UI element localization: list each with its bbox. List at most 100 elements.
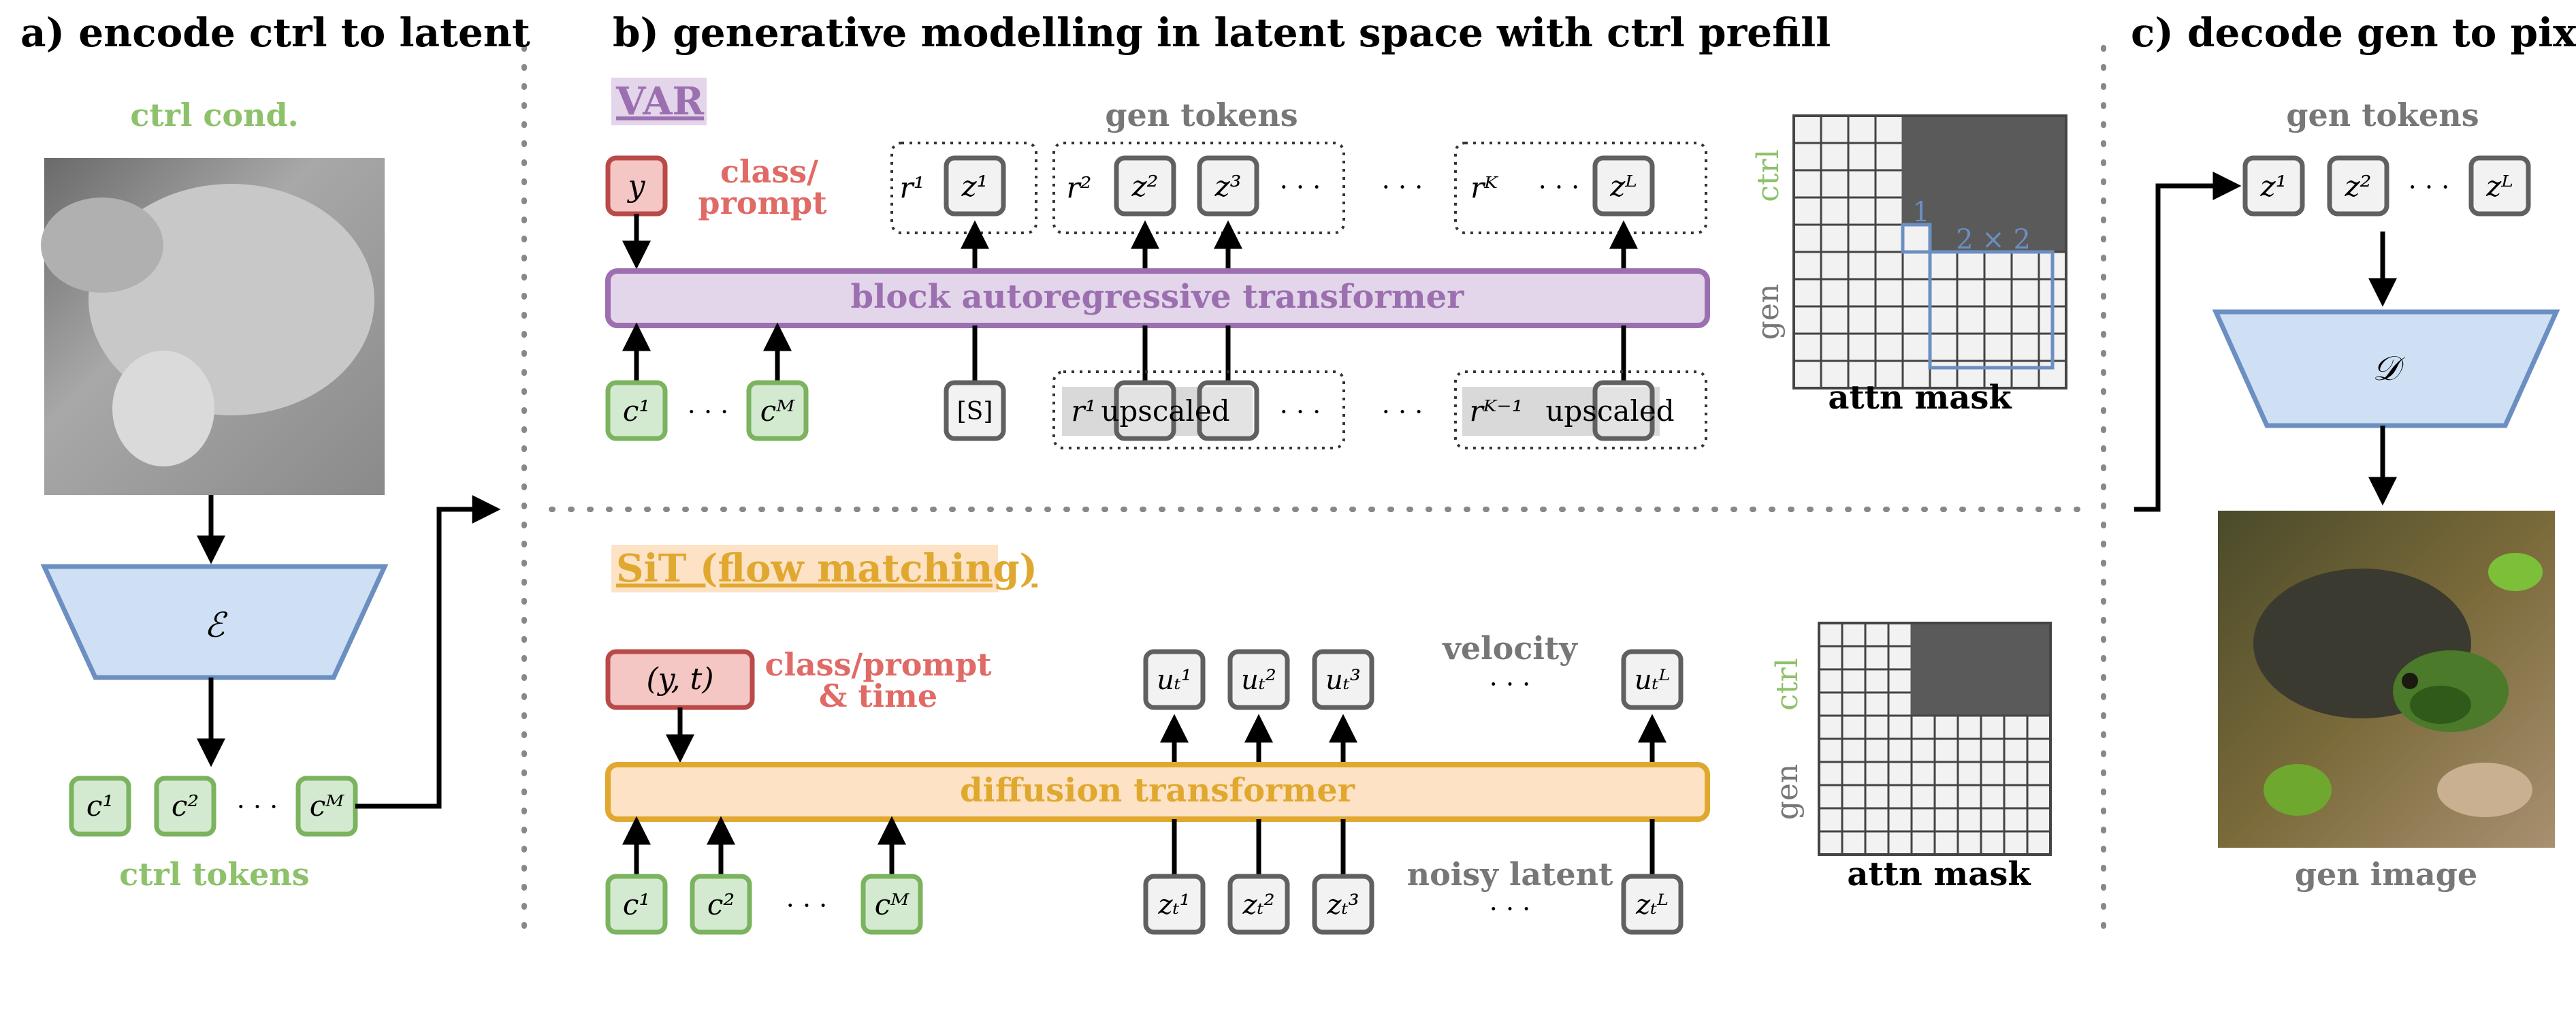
mask-cell	[1820, 251, 1850, 281]
sit-transformer	[605, 762, 1710, 822]
mask-cell	[1874, 223, 1904, 253]
mask-cell	[2010, 305, 2040, 335]
var-output-arrows	[961, 220, 1638, 269]
mask-cell	[1956, 223, 1986, 253]
sit-output-row: uₜ¹ uₜ² uₜ³ · · · uₜᴸ	[1143, 649, 1684, 710]
var-gen-tokens-label: gen tokens	[1105, 97, 1298, 133]
mask-border	[1792, 114, 2067, 389]
mask-cell	[2026, 645, 2052, 671]
mask-cell	[1874, 169, 1904, 199]
mask-cell	[1874, 196, 1904, 226]
sit-input-arrows	[622, 816, 1655, 876]
mask-cell	[1901, 332, 1931, 362]
sit-label-bg	[611, 545, 998, 592]
mask-cell	[1818, 645, 1844, 671]
panel-c-token-l	[2468, 155, 2531, 217]
var-out-z3-box	[1197, 155, 1259, 217]
var-out-z1: z¹	[961, 170, 988, 203]
mask-cell	[1841, 830, 1867, 856]
sit-output-arrows	[1160, 714, 1667, 764]
sit-in-c2: c²	[707, 888, 735, 921]
panel-c-token-1-label: z¹	[2260, 170, 2287, 203]
ctrl-token-m-label: cᴹ	[310, 789, 345, 823]
generated-frog-image	[2218, 511, 2555, 848]
mask-cell	[1983, 251, 2013, 281]
mask-cell	[1957, 784, 1982, 810]
mask-cell	[1956, 142, 1986, 172]
mask-cell	[2038, 223, 2067, 253]
sit-in-ellipsis: · · ·	[1490, 894, 1530, 924]
sit-mask-label: attn mask	[1847, 855, 2031, 893]
mask-cell	[1864, 645, 1890, 671]
sit-out-ul-box	[1621, 649, 1684, 710]
mask-cell	[1887, 830, 1913, 856]
mask-cell	[1818, 784, 1844, 810]
mask-cell	[2003, 761, 2029, 786]
mask-cell	[1887, 761, 1913, 786]
mask-cell	[2003, 714, 2029, 740]
sit-in-zl: zₜᴸ	[1635, 889, 1669, 921]
panel-c-token-2	[2327, 155, 2389, 217]
depth-map-image	[41, 158, 385, 495]
mask-cell	[1980, 668, 2006, 694]
var-mask-ctrl: ctrl	[1751, 149, 1786, 202]
mask-cell	[1933, 645, 1959, 671]
mask-cell	[1910, 645, 1936, 671]
mask-cell	[1956, 278, 1986, 308]
mask-border	[1818, 622, 2052, 856]
encoder-symbol: ℰ	[204, 605, 228, 645]
var-label-bg	[611, 78, 707, 125]
arrow-into-panel-c	[2134, 172, 2242, 512]
mask-cell	[1910, 714, 1936, 740]
ctrl-tokens-row: c¹ c² · · · cᴹ	[69, 776, 358, 837]
var-out-ellipsis-mid: · · ·	[1382, 172, 1423, 202]
var-cond-label-2: prompt	[698, 185, 827, 221]
var-label: VAR	[615, 79, 705, 124]
sit-in-z2: zₜ²	[1242, 889, 1275, 921]
gen-image-label: gen image	[2295, 856, 2477, 893]
mask-cell	[1841, 691, 1867, 717]
mask-cell	[1792, 360, 1822, 389]
mask-cell	[1910, 784, 1936, 810]
decoder-trapezoid	[2212, 309, 2560, 428]
var-out-group-2	[1052, 142, 1345, 234]
mask-cell	[1874, 332, 1904, 362]
mask-cell	[1874, 251, 1904, 281]
mask-cell	[2026, 784, 2052, 810]
ctrl-token-1	[69, 776, 131, 837]
var-in-up-box-k	[1592, 380, 1655, 441]
var-out-z1-box	[944, 155, 1006, 217]
panel-c-token-2-label: z²	[2345, 170, 2372, 203]
var-in-cm-box	[746, 380, 809, 441]
mask-cell	[1841, 737, 1867, 763]
var-in-c1: c¹	[623, 394, 650, 428]
mask-cell	[1929, 223, 1959, 253]
mask-cell	[1956, 196, 1986, 226]
mask-cell	[2003, 622, 2029, 648]
mask-cell	[1933, 761, 1959, 786]
mask-cell	[1983, 305, 2013, 335]
sit-out-u2-box	[1227, 649, 1290, 710]
mask-cell	[1933, 807, 1959, 833]
mask-cell	[1820, 196, 1850, 226]
mask-cell	[1820, 278, 1850, 308]
mask-cell	[1887, 668, 1913, 694]
mask-block-highlight	[1901, 223, 1932, 254]
sit-in-c2-box	[690, 874, 752, 935]
mask-block-highlight	[1928, 250, 2055, 370]
panel-c-gen-tokens-label: gen tokens	[2286, 97, 2479, 133]
sit-in-z2-box	[1227, 874, 1290, 935]
mask-cell	[1847, 142, 1877, 172]
sit-cond-label-1: class/prompt	[764, 646, 992, 683]
sit-out-ellipsis: · · ·	[1490, 669, 1530, 699]
mask-cell	[1864, 691, 1890, 717]
mask-cell	[2010, 251, 2040, 281]
mask-cell	[1792, 251, 1822, 281]
panel-c-title: c) decode gen to pixels	[2131, 10, 2576, 56]
mask-cell	[2038, 196, 2067, 226]
var-out-ellipsis-2: · · ·	[1539, 172, 1579, 202]
mask-cell	[1956, 332, 1986, 362]
mask-cell	[1910, 622, 1936, 648]
mask-cell	[1929, 169, 1959, 199]
mask-cell	[1820, 142, 1850, 172]
